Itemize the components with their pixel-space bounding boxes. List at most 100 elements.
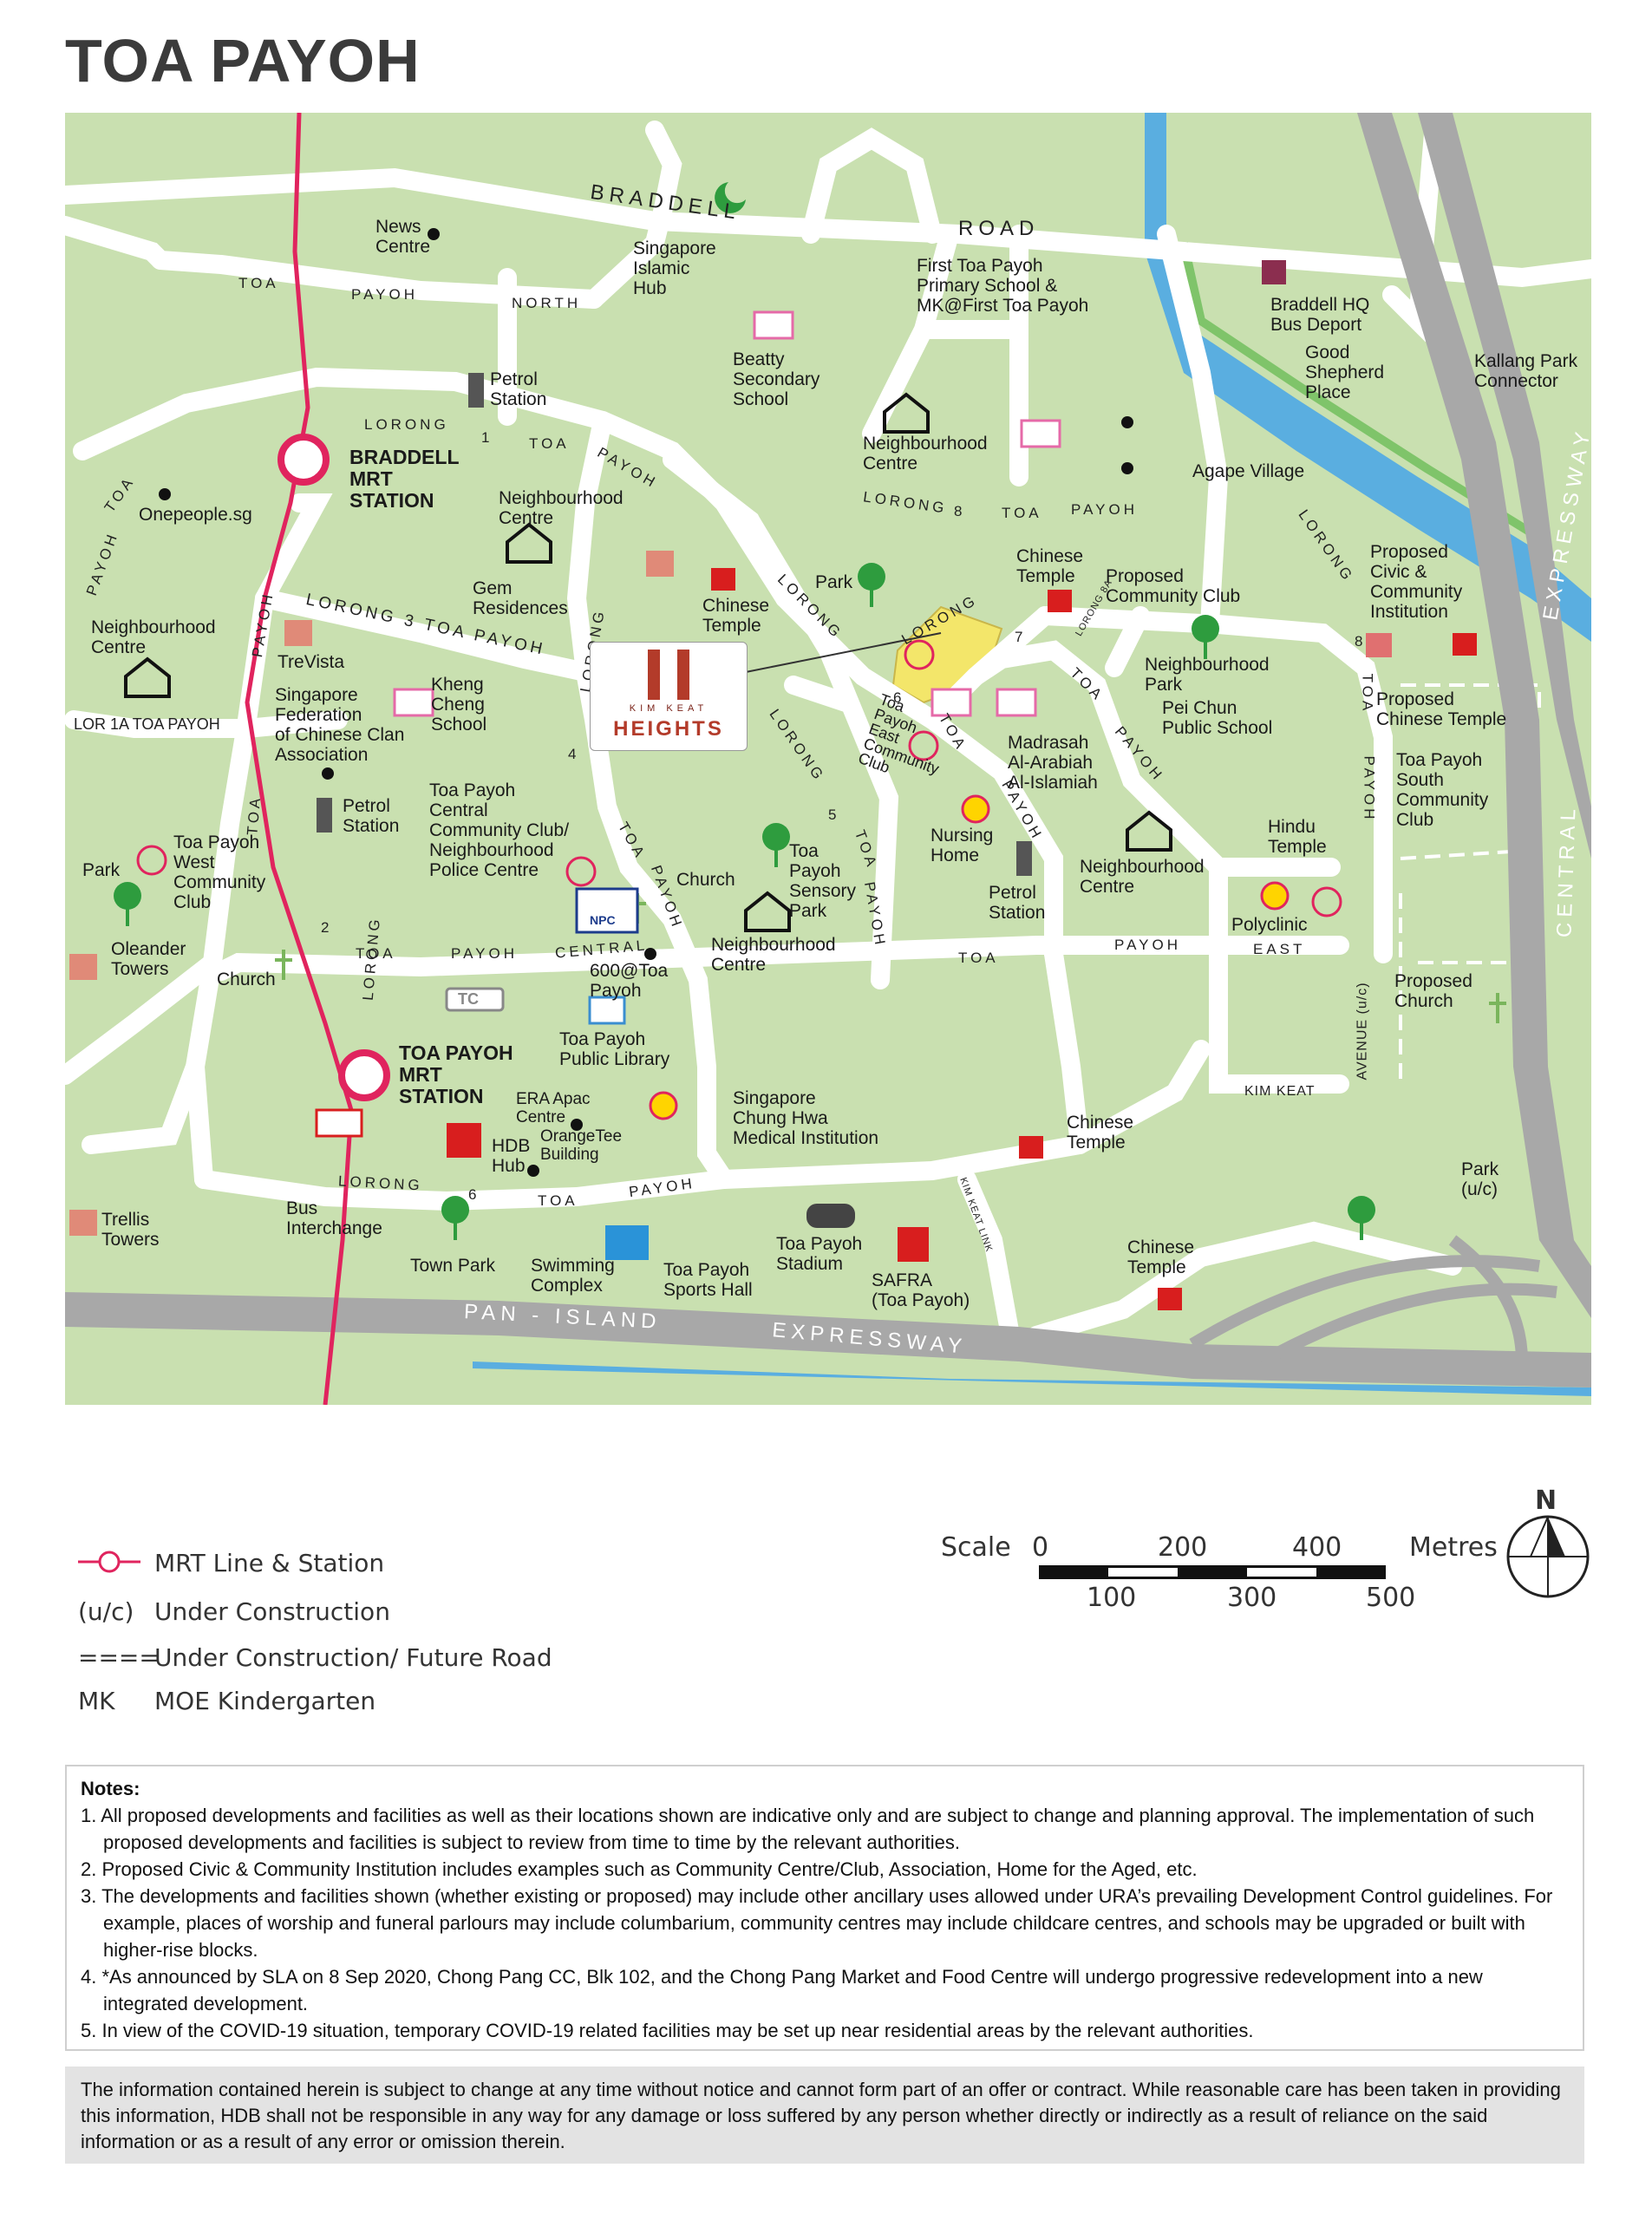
label-era: ERA Apac Centre	[516, 1090, 591, 1126]
point-markers	[159, 228, 1133, 1177]
label-nc-mid: Neighbourhood Centre	[499, 488, 624, 528]
label-nc-left: Neighbourhood Centre	[91, 617, 216, 657]
central-expressway	[1357, 113, 1591, 1318]
label-news-centre: News Centre	[375, 217, 431, 257]
note-item-5: 5. In view of the COVID-19 situation, te…	[81, 2020, 1254, 2041]
label-chinese-temple-4: Chinese Temple	[1127, 1237, 1195, 1277]
north-arrow-icon	[1506, 1515, 1590, 1598]
label-safra: SAFRA (Toa Payoh)	[872, 1270, 970, 1310]
logo-bar	[677, 650, 689, 700]
label-petrol-3: Petrol Station	[989, 883, 1046, 923]
road-label-lorong-1: LORONG	[364, 416, 449, 433]
road-label-lor1a: LOR 1A TOA PAYOH	[74, 715, 220, 733]
scale-ruler	[1039, 1565, 1386, 1579]
estate-name-big: HEIGHTS	[613, 717, 724, 741]
label-tp-west-cc: Toa Payoh West Community Club	[173, 832, 266, 912]
page-title: TOA PAYOH	[65, 27, 421, 95]
road-label-6-south: 6	[468, 1186, 480, 1203]
label-bus-interchange: Bus Interchange	[286, 1198, 382, 1238]
road-label-north: NORTH	[512, 295, 582, 311]
building-icon	[69, 954, 97, 980]
road-label-toa-12: TOA	[538, 1192, 578, 1209]
interchange	[1189, 1235, 1557, 1368]
road-label-toa-2: TOA	[529, 435, 570, 452]
legend-future-symbol: ====	[78, 1643, 160, 1672]
road-label-avenue-uc: AVENUE (u/c)	[1355, 982, 1370, 1081]
legend-future-text: Under Construction/ Future Road	[154, 1643, 552, 1672]
mrt-line	[245, 113, 354, 1405]
legend-mk-symbol: MK	[78, 1687, 115, 1715]
library-icon	[588, 996, 626, 1025]
label-trevista: TreVista	[278, 652, 345, 672]
legend-uc: (u/c) Under Construction	[78, 1597, 390, 1626]
neighbourhood-centre-icons	[124, 392, 1172, 932]
legend-mrt: MRT Line & Station	[78, 1549, 384, 1581]
braddell-mrt-label: BRADDELL MRT STATION	[349, 446, 460, 512]
road-label-payoh: PAYOH	[351, 286, 418, 303]
label-park-2: Park	[82, 860, 121, 880]
map-icons	[69, 182, 1506, 1310]
label-sensory-park: Toa Payoh Sensory Park	[789, 841, 857, 921]
label-tps-cc: Toa Payoh South Community Club	[1396, 750, 1489, 830]
label-trellis: Trellis Towers	[101, 1210, 160, 1250]
notes-box: Notes: 1. All proposed developments and …	[65, 1765, 1584, 2051]
label-oleander: Oleander Towers	[111, 939, 186, 979]
scale-unit: Metres	[1409, 1532, 1498, 1563]
school-icons	[393, 310, 1061, 717]
label-agape: Agape Village	[1192, 461, 1305, 481]
disclaimer: The information contained herein is subj…	[65, 2067, 1584, 2164]
river-bank	[1179, 241, 1542, 542]
label-church-1: Church	[676, 870, 735, 890]
label-madrasah: Madrasah Al-Arabiah Al-Islamiah	[1008, 733, 1098, 793]
canal	[473, 1361, 1591, 1396]
logo-bar	[648, 650, 660, 700]
road-label-toa-8-east: TOA	[1359, 673, 1376, 715]
label-kallang-park-connector: Kallang Park Connector	[1474, 351, 1578, 391]
kim-keat-heights-marker[interactable]: KIM KEAT HEIGHTS	[590, 642, 748, 751]
location-map[interactable]: BRADDELL ROAD TOA PAYOH NORTH LORONG 1 T…	[65, 113, 1591, 1405]
label-town-park: Town Park	[410, 1256, 496, 1276]
road-label-toa: TOA	[238, 275, 279, 291]
label-beatty: Beatty Secondary School	[733, 349, 820, 409]
road-label-5: 5	[828, 806, 840, 823]
road-label-2: 2	[321, 919, 333, 936]
legend-mrt-text: MRT Line & Station	[154, 1549, 385, 1577]
label-pei-chun: Pei Chun Public School	[1162, 698, 1273, 738]
label-tc: TC	[458, 990, 479, 1008]
notes-heading: Notes:	[81, 1778, 140, 1799]
building-icon	[284, 620, 312, 646]
mosque-icon	[715, 182, 746, 213]
tree-trunks	[126, 590, 1363, 1240]
toa-payoh-mrt-marker[interactable]	[338, 1049, 390, 1101]
road-label-cte-central: CENTRAL	[1552, 803, 1581, 938]
label-chung-hwa: Singapore Chung Hwa Medical Institution	[733, 1088, 879, 1148]
hdb-hub-icon	[447, 1123, 481, 1158]
label-library: Toa Payoh Public Library	[559, 1029, 670, 1069]
scale-tick-100: 100	[1087, 1583, 1137, 1613]
braddell-mrt-marker[interactable]	[278, 434, 330, 486]
scale-tick-0: 0	[1032, 1532, 1049, 1563]
label-kheng-cheng: Kheng Cheng School	[431, 675, 487, 735]
label-nb-park: Neighbourhood Park	[1145, 655, 1270, 695]
legend-uc-symbol: (u/c)	[78, 1597, 134, 1626]
road-label-toa-11: TOA	[958, 950, 999, 966]
label-proposed-cc: Proposed Community Club	[1106, 566, 1241, 606]
road-label-1: 1	[481, 429, 493, 446]
road-label-8-east: 8	[1355, 633, 1367, 650]
note-item-1: 1. All proposed developments and facilit…	[81, 1805, 1535, 1853]
scale-tick-300: 300	[1227, 1583, 1277, 1613]
label-chinese-temple-1: Chinese Temple	[702, 596, 770, 636]
road-label-road: ROAD	[958, 217, 1040, 240]
scale-label: Scale	[941, 1532, 1011, 1563]
petrol-icons	[317, 373, 1032, 876]
label-good-shepherd: Good Shepherd Place	[1305, 343, 1385, 402]
label-onepeople: Onepeople.sg	[139, 505, 252, 525]
building-icon	[69, 1210, 97, 1236]
road-label-payoh-10: PAYOH	[451, 945, 518, 962]
label-orangetee: OrangeTee Building	[540, 1127, 623, 1164]
label-chinese-temple-3: Chinese Temple	[1067, 1113, 1134, 1152]
label-nc-top: Neighbourhood Centre	[863, 434, 988, 473]
label-stadium: Toa Payoh Stadium	[776, 1234, 863, 1274]
community-club-icons	[136, 639, 1342, 917]
label-hindu-temple: Hindu Temple	[1268, 817, 1327, 857]
